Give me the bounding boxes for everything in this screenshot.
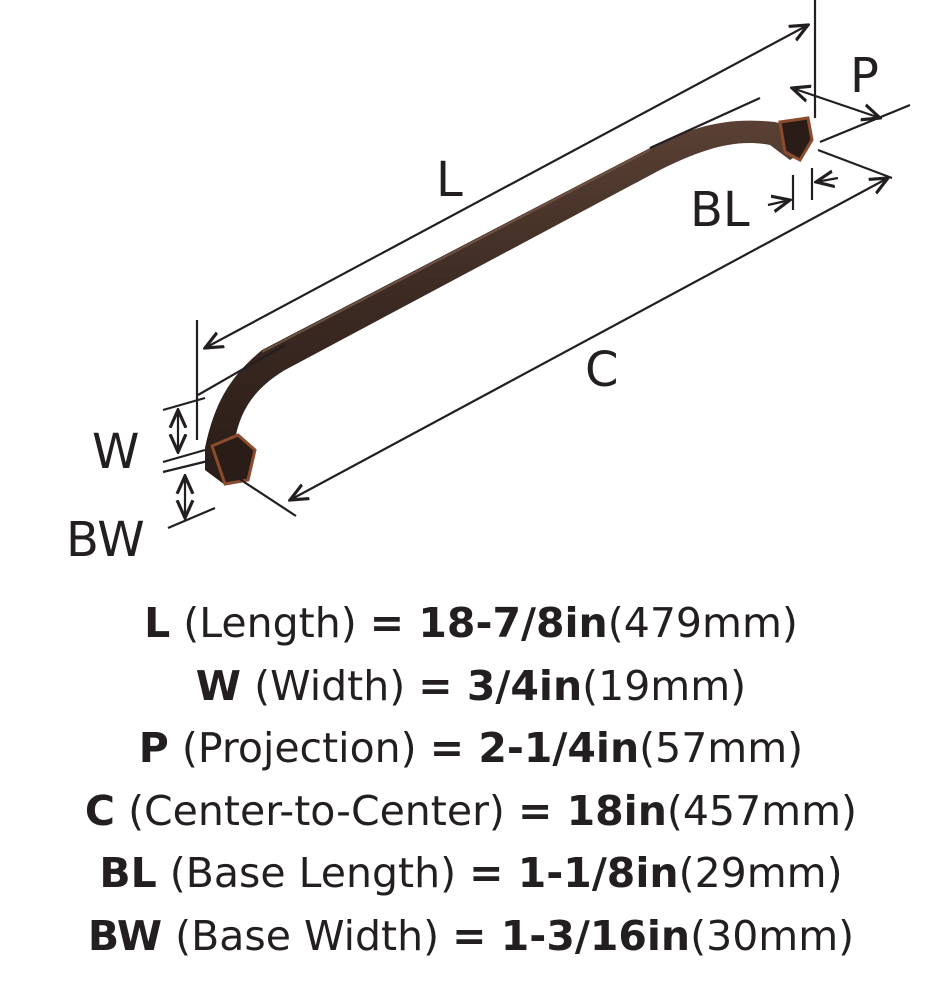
spec-label: P <box>138 724 169 772</box>
spec-desc: (Center-to-Center) <box>128 786 505 835</box>
spec-base-width: BW (Base Width) = 1-3/16in(30mm) <box>0 905 942 968</box>
spec-value: = 2-1/4in <box>429 724 640 772</box>
label-W: W <box>92 424 139 480</box>
spec-desc: (Length) <box>183 599 357 647</box>
label-C: C <box>585 342 619 398</box>
spec-label: BW <box>87 911 163 960</box>
spec-projection: P (Projection) = 2-1/4in(57mm) <box>0 717 942 780</box>
spec-desc: (Width) <box>254 661 406 710</box>
label-L: L <box>436 152 463 208</box>
label-P: P <box>850 48 879 104</box>
specifications-list: L (Length) = 18-7/8in(479mm) W (Width) =… <box>0 592 942 967</box>
base-width-dimension: BW <box>66 458 216 568</box>
base-length-dimension: BL <box>690 168 839 238</box>
spec-value: = 1-3/16in <box>452 911 691 960</box>
width-dimension: W <box>92 396 206 480</box>
spec-label: L <box>144 599 171 647</box>
spec-desc: (Base Width) <box>175 911 440 960</box>
label-BW: BW <box>66 512 145 568</box>
spec-label: BL <box>99 849 157 897</box>
spec-metric: (457mm) <box>666 786 858 835</box>
dimension-diagram: L C P BL W BW <box>66 0 911 568</box>
cabinet-pull-handle <box>205 116 814 486</box>
spec-center-to-center: C (Center-to-Center) = 18in(457mm) <box>0 780 942 843</box>
spec-base-length: BL (Base Length) = 1-1/8in(29mm) <box>0 842 942 905</box>
spec-length: L (Length) = 18-7/8in(479mm) <box>0 592 942 655</box>
label-BL: BL <box>690 182 750 238</box>
spec-metric: (57mm) <box>639 724 804 772</box>
spec-label: W <box>195 661 242 710</box>
spec-metric: (29mm) <box>678 849 843 897</box>
spec-desc: (Base Length) <box>169 849 457 897</box>
spec-label: C <box>84 786 116 835</box>
spec-metric: (19mm) <box>582 661 747 710</box>
spec-value: = 18in <box>517 786 667 835</box>
spec-metric: (30mm) <box>690 911 855 960</box>
spec-value: = 1-1/8in <box>469 849 679 897</box>
projection-dimension: P <box>792 48 911 144</box>
spec-width: W (Width) = 3/4in(19mm) <box>0 655 942 718</box>
spec-desc: (Projection) <box>181 724 417 772</box>
center-to-center-dimension: C <box>237 148 893 517</box>
spec-value: = 3/4in <box>418 661 583 710</box>
spec-metric: (479mm) <box>607 599 798 647</box>
spec-value: = 18-7/8in <box>369 599 608 647</box>
